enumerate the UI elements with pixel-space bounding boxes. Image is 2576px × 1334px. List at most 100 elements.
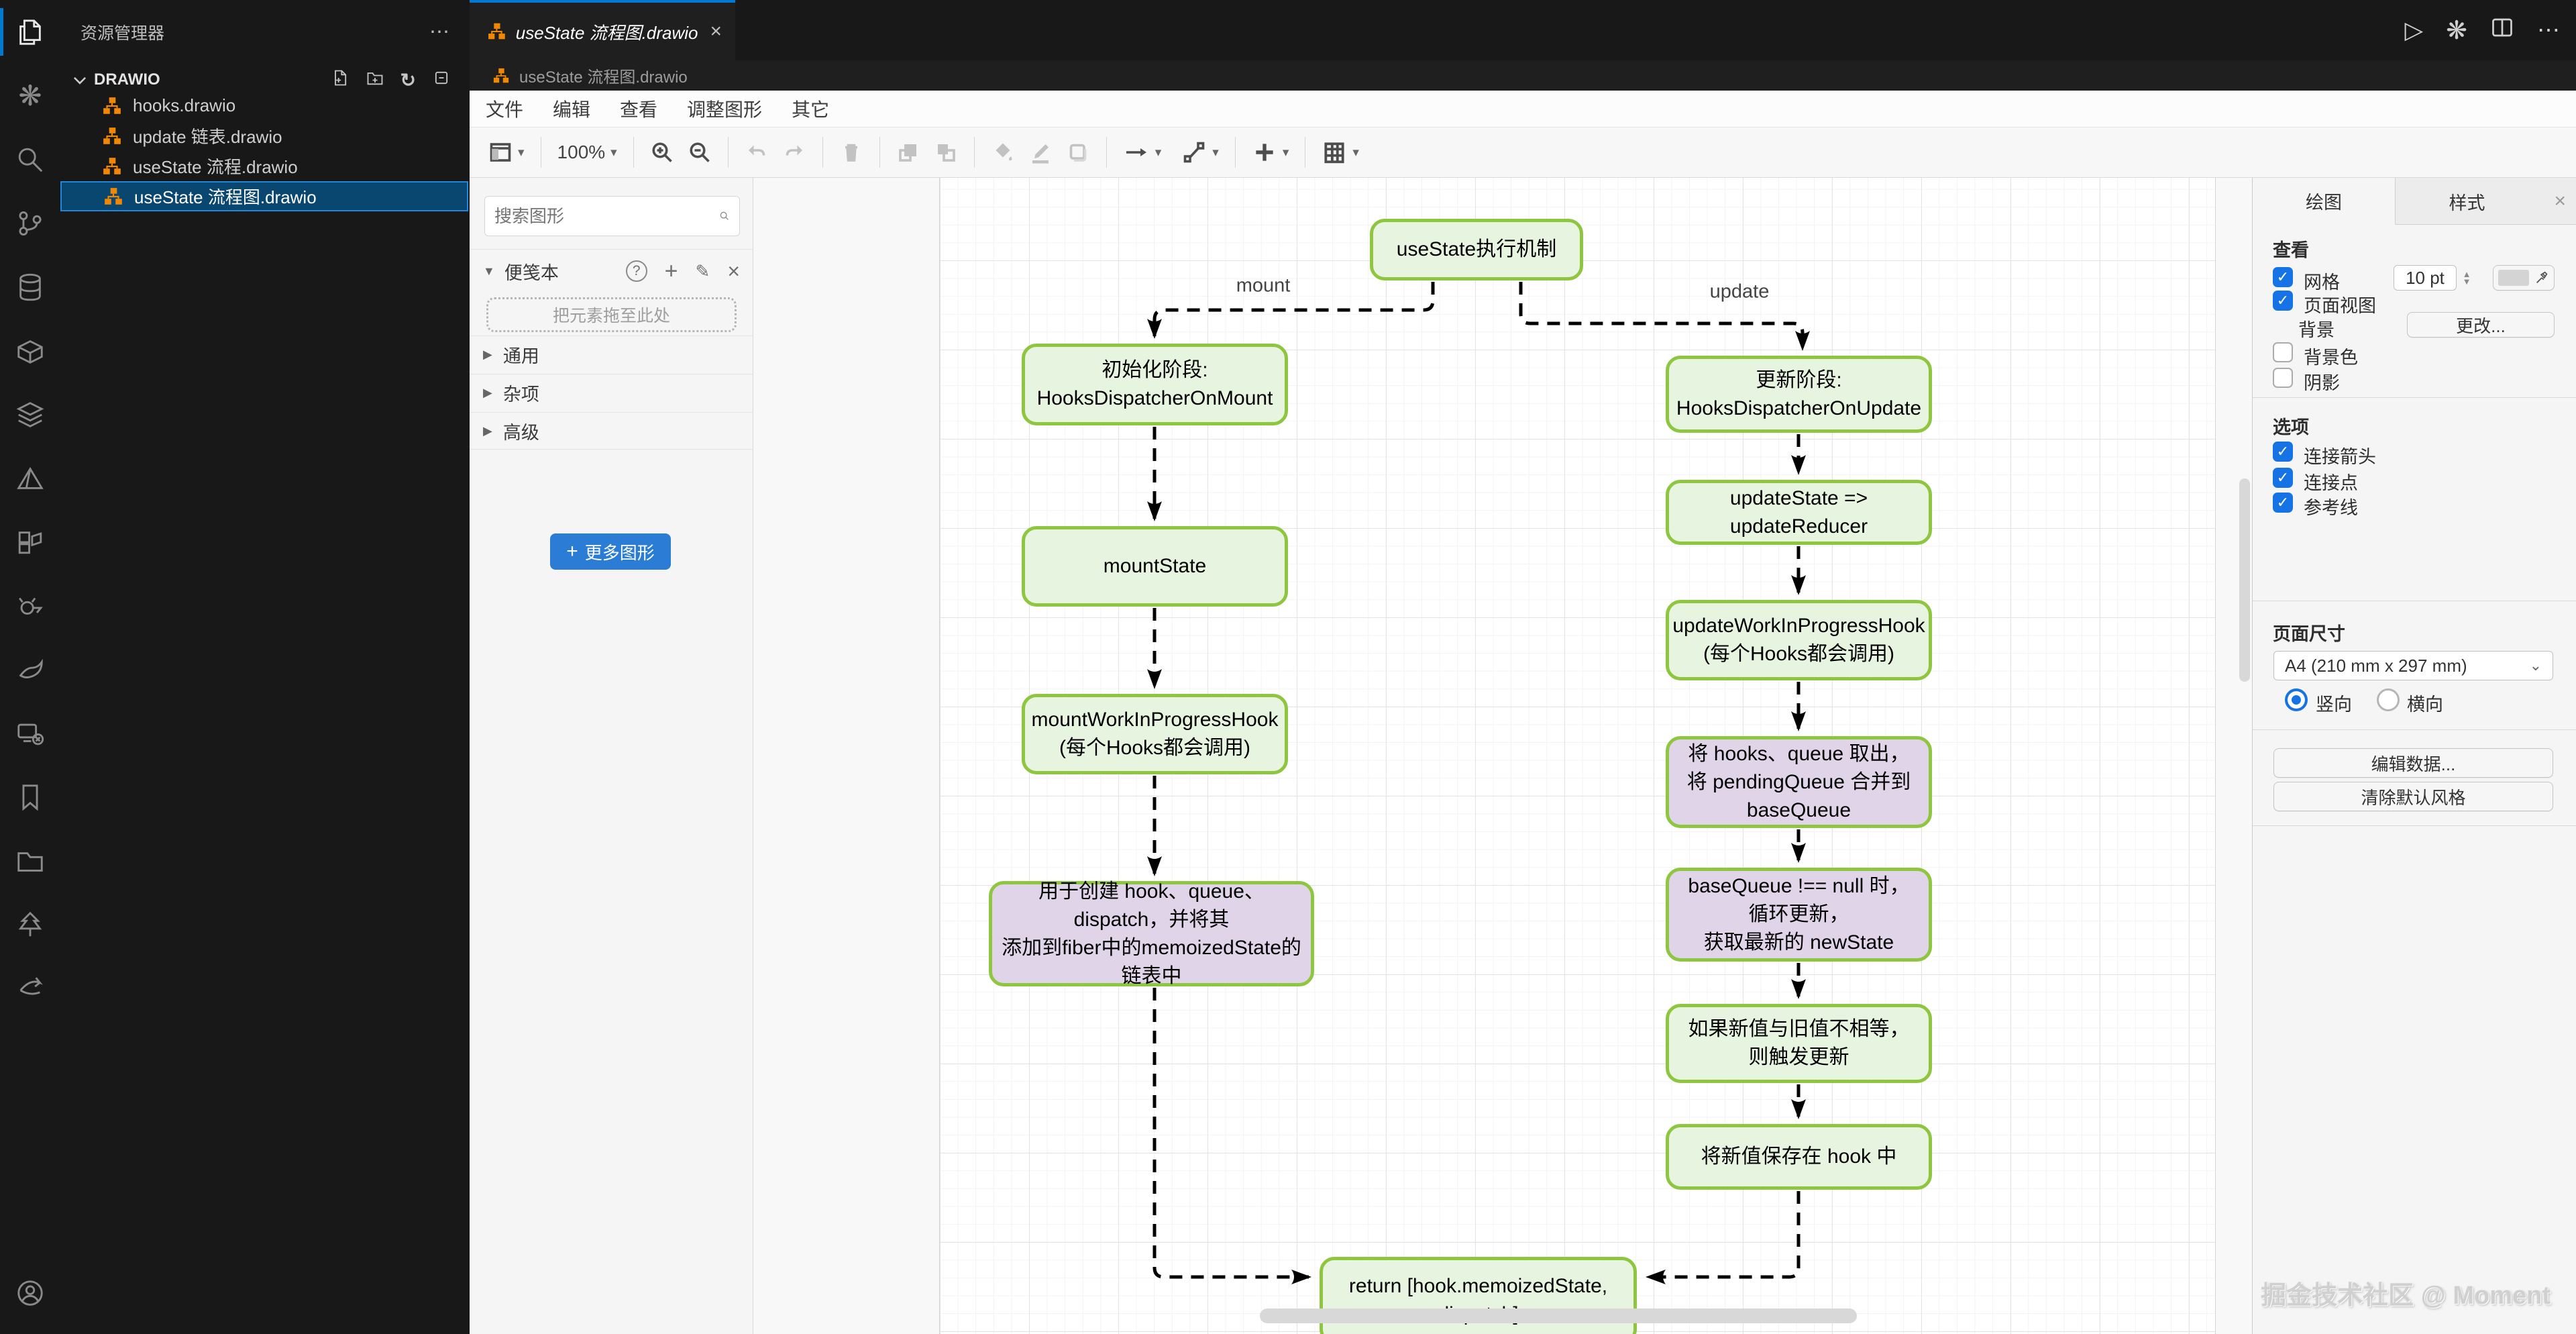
flow-edge-e2[interactable]: [1519, 282, 1810, 351]
tab-diagram[interactable]: 绘图: [2253, 178, 2396, 225]
more-actions-icon[interactable]: ⋯: [2537, 17, 2560, 43]
waypoints-button[interactable]: ▾: [1181, 140, 1219, 164]
flame-icon[interactable]: [0, 637, 60, 701]
grid-checkbox[interactable]: ✓: [2273, 267, 2293, 287]
bookmark-icon[interactable]: [0, 765, 60, 829]
flow-node-n5[interactable]: 用于创建 hook、queue、dispatch，并将其 添加到fiber中的m…: [989, 880, 1314, 987]
flow-node-n6[interactable]: 更新阶段: HooksDispatcherOnUpdate: [1666, 356, 1932, 433]
flow-node-n10[interactable]: baseQueue !== null 时，循环更新， 获取最新的 newStat…: [1666, 868, 1932, 962]
zoom-in-icon[interactable]: [650, 140, 674, 164]
to-front-icon[interactable]: [896, 140, 920, 164]
section-advanced[interactable]: ▶高级: [470, 412, 753, 449]
vertical-scrollbar[interactable]: [2239, 478, 2250, 682]
edge-label-mount[interactable]: mount: [1236, 274, 1291, 297]
menu-file[interactable]: 文件: [486, 99, 524, 120]
new-file-icon[interactable]: [331, 68, 350, 92]
help-icon[interactable]: ?: [625, 260, 647, 282]
search-icon[interactable]: [0, 127, 60, 191]
background-color-checkbox[interactable]: [2273, 342, 2293, 362]
collapse-all-icon[interactable]: [432, 68, 451, 92]
shape-search-input[interactable]: [494, 205, 719, 227]
breadcrumb[interactable]: useState 流程图.drawio: [470, 60, 2576, 91]
section-general[interactable]: ▶通用: [470, 336, 753, 372]
layers-icon[interactable]: [0, 382, 60, 446]
connection-style-button[interactable]: ▾: [1123, 140, 1161, 164]
flow-node-n8[interactable]: updateWorkInProgressHook (每个Hooks都会调用): [1666, 600, 1932, 680]
redo-icon[interactable]: [782, 140, 806, 164]
source-control-icon[interactable]: [0, 191, 60, 255]
change-background-button[interactable]: 更改...: [2407, 312, 2555, 338]
file-usestate-flow[interactable]: useState 流程.drawio: [60, 151, 468, 181]
tab-usestate-flowchart[interactable]: useState 流程图.drawio ×: [470, 0, 735, 60]
horizontal-scrollbar[interactable]: [1260, 1309, 1857, 1323]
panel-close-icon[interactable]: ×: [2554, 190, 2566, 212]
flow-edge-e6[interactable]: [1152, 988, 1311, 1284]
flow-node-n3[interactable]: mountState: [1022, 526, 1288, 607]
more-shapes-button[interactable]: + 更多图形: [550, 533, 671, 570]
undo-icon[interactable]: [745, 140, 769, 164]
share-icon[interactable]: [0, 956, 60, 1020]
tree-icon[interactable]: [0, 892, 60, 956]
guides-checkbox[interactable]: ✓: [2273, 493, 2293, 513]
package-icon[interactable]: [0, 319, 60, 382]
tab-close-icon[interactable]: ×: [710, 20, 722, 42]
file-usestate-flowchart-selected[interactable]: useState 流程图.drawio: [60, 181, 468, 211]
view-panels-button[interactable]: ▾: [488, 140, 525, 164]
delete-icon[interactable]: [839, 140, 863, 164]
flow-node-n2[interactable]: 初始化阶段: HooksDispatcherOnMount: [1022, 344, 1288, 425]
add-icon[interactable]: +: [664, 258, 678, 284]
diagram-canvas[interactable]: mount update useState执行机制初始化阶段: HooksDis…: [753, 178, 2252, 1334]
explorer-icon[interactable]: [0, 0, 60, 64]
line-color-icon[interactable]: [1028, 140, 1053, 164]
connection-arrows-checkbox[interactable]: ✓: [2273, 442, 2293, 462]
shadow-checkbox[interactable]: [2273, 368, 2293, 388]
file-update-linked-list[interactable]: update 链表.drawio: [60, 121, 468, 151]
blocks-icon[interactable]: [0, 510, 60, 574]
refresh-icon[interactable]: ↻: [400, 69, 416, 91]
grid-color-button[interactable]: [2493, 265, 2555, 291]
shape-search[interactable]: [484, 196, 740, 236]
close-icon[interactable]: ×: [727, 258, 740, 283]
zoom-dropdown[interactable]: 100%▾: [557, 142, 617, 162]
flow-node-n11[interactable]: 如果新值与旧值不相等，则触发更新: [1666, 1004, 1932, 1083]
page-size-select[interactable]: A4 (210 mm x 297 mm) ⌄: [2273, 651, 2553, 680]
flow-node-n7[interactable]: updateState => updateReducer: [1666, 480, 1932, 545]
tab-style[interactable]: 样式: [2449, 193, 2485, 213]
table-button[interactable]: ▾: [1322, 140, 1359, 165]
flow-edge-e1[interactable]: [1147, 282, 1435, 339]
new-folder-icon[interactable]: [366, 68, 384, 92]
clear-default-style-button[interactable]: 清除默认风格: [2273, 782, 2553, 811]
to-back-icon[interactable]: [934, 140, 958, 164]
page-view-checkbox[interactable]: ✓: [2273, 291, 2293, 311]
flow-node-n9[interactable]: 将 hooks、queue 取出， 将 pendingQueue 合并到 bas…: [1666, 736, 1932, 828]
scratchpad-header[interactable]: ▼ 便笺本 ? + ✎ ×: [470, 250, 753, 292]
grid-size-stepper[interactable]: ▲▼: [2462, 269, 2471, 287]
menu-edit[interactable]: 编辑: [553, 99, 591, 120]
split-editor-icon[interactable]: [2490, 15, 2514, 46]
scratchpad-dropzone[interactable]: 把元素拖至此处: [486, 297, 737, 332]
landscape-radio[interactable]: [2377, 688, 2400, 711]
database-icon[interactable]: [0, 255, 60, 319]
remote-devices-icon[interactable]: [0, 701, 60, 765]
portrait-radio[interactable]: [2285, 688, 2308, 711]
folder-icon[interactable]: [0, 829, 60, 892]
section-misc[interactable]: ▶杂项: [470, 374, 753, 411]
fill-color-icon[interactable]: [991, 140, 1015, 164]
connection-points-checkbox[interactable]: ✓: [2273, 468, 2293, 488]
explorer-more-icon[interactable]: ⋯: [429, 21, 449, 43]
menu-extras[interactable]: 其它: [792, 99, 830, 120]
folder-header-drawio[interactable]: DRAWIO ↻: [60, 64, 470, 96]
edge-label-update[interactable]: update: [1709, 280, 1770, 303]
menu-view[interactable]: 查看: [620, 99, 658, 120]
chatgpt-icon[interactable]: ❋: [2446, 16, 2467, 45]
edit-pencil-icon[interactable]: ✎: [695, 260, 710, 281]
menu-arrange[interactable]: 调整图形: [687, 99, 763, 120]
robot-icon[interactable]: [0, 574, 60, 637]
file-hooks[interactable]: hooks.drawio: [60, 91, 468, 121]
pyramid-icon[interactable]: [0, 446, 60, 510]
shadow-icon[interactable]: [1066, 140, 1090, 164]
flow-edge-e13[interactable]: [1646, 1191, 1801, 1284]
account-icon[interactable]: [0, 1261, 60, 1325]
flow-node-n4[interactable]: mountWorkInProgressHook (每个Hooks都会调用): [1022, 694, 1288, 774]
edit-data-button[interactable]: 编辑数据...: [2273, 748, 2553, 778]
